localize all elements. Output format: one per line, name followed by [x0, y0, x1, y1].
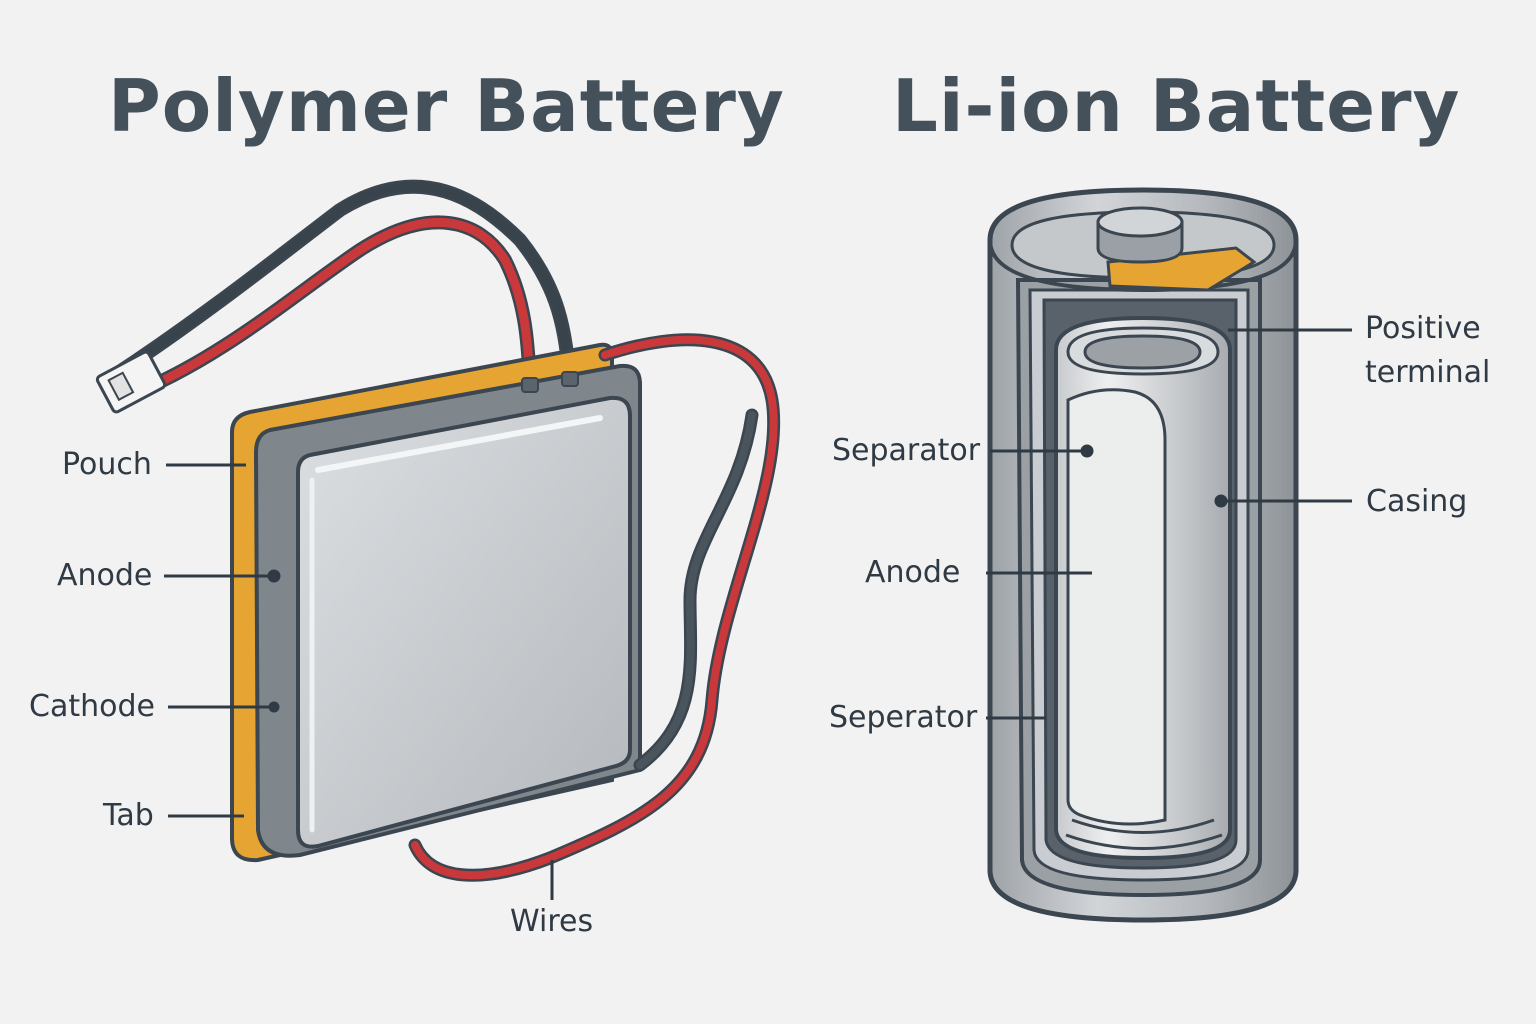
electrode-layer — [1066, 388, 1167, 826]
liion-battery-title: Li-ion Battery — [892, 64, 1461, 148]
label-tab: Tab — [103, 798, 154, 833]
label-anode-liion: Anode — [865, 555, 961, 590]
label-anode-polymer: Anode — [57, 558, 153, 593]
label-seperator: Seperator — [829, 700, 978, 735]
positive-terminal-cap — [1096, 206, 1184, 264]
liion-leaders — [986, 328, 1352, 720]
black-wire-left — [103, 179, 577, 389]
label-positive-terminal-2: terminal — [1365, 355, 1491, 390]
polymer-leaders — [164, 463, 554, 900]
label-casing: Casing — [1366, 484, 1468, 519]
liion-battery — [986, 187, 1352, 923]
label-cathode: Cathode — [29, 689, 155, 724]
polymer-battery — [95, 179, 781, 900]
label-pouch: Pouch — [62, 447, 152, 482]
pouch-face — [296, 395, 632, 849]
label-separator: Separator — [832, 433, 981, 468]
label-positive-terminal-1: Positive — [1365, 311, 1481, 346]
polymer-battery-title: Polymer Battery — [108, 64, 785, 148]
label-wires: Wires — [510, 904, 594, 939]
wire-connector — [95, 350, 167, 414]
